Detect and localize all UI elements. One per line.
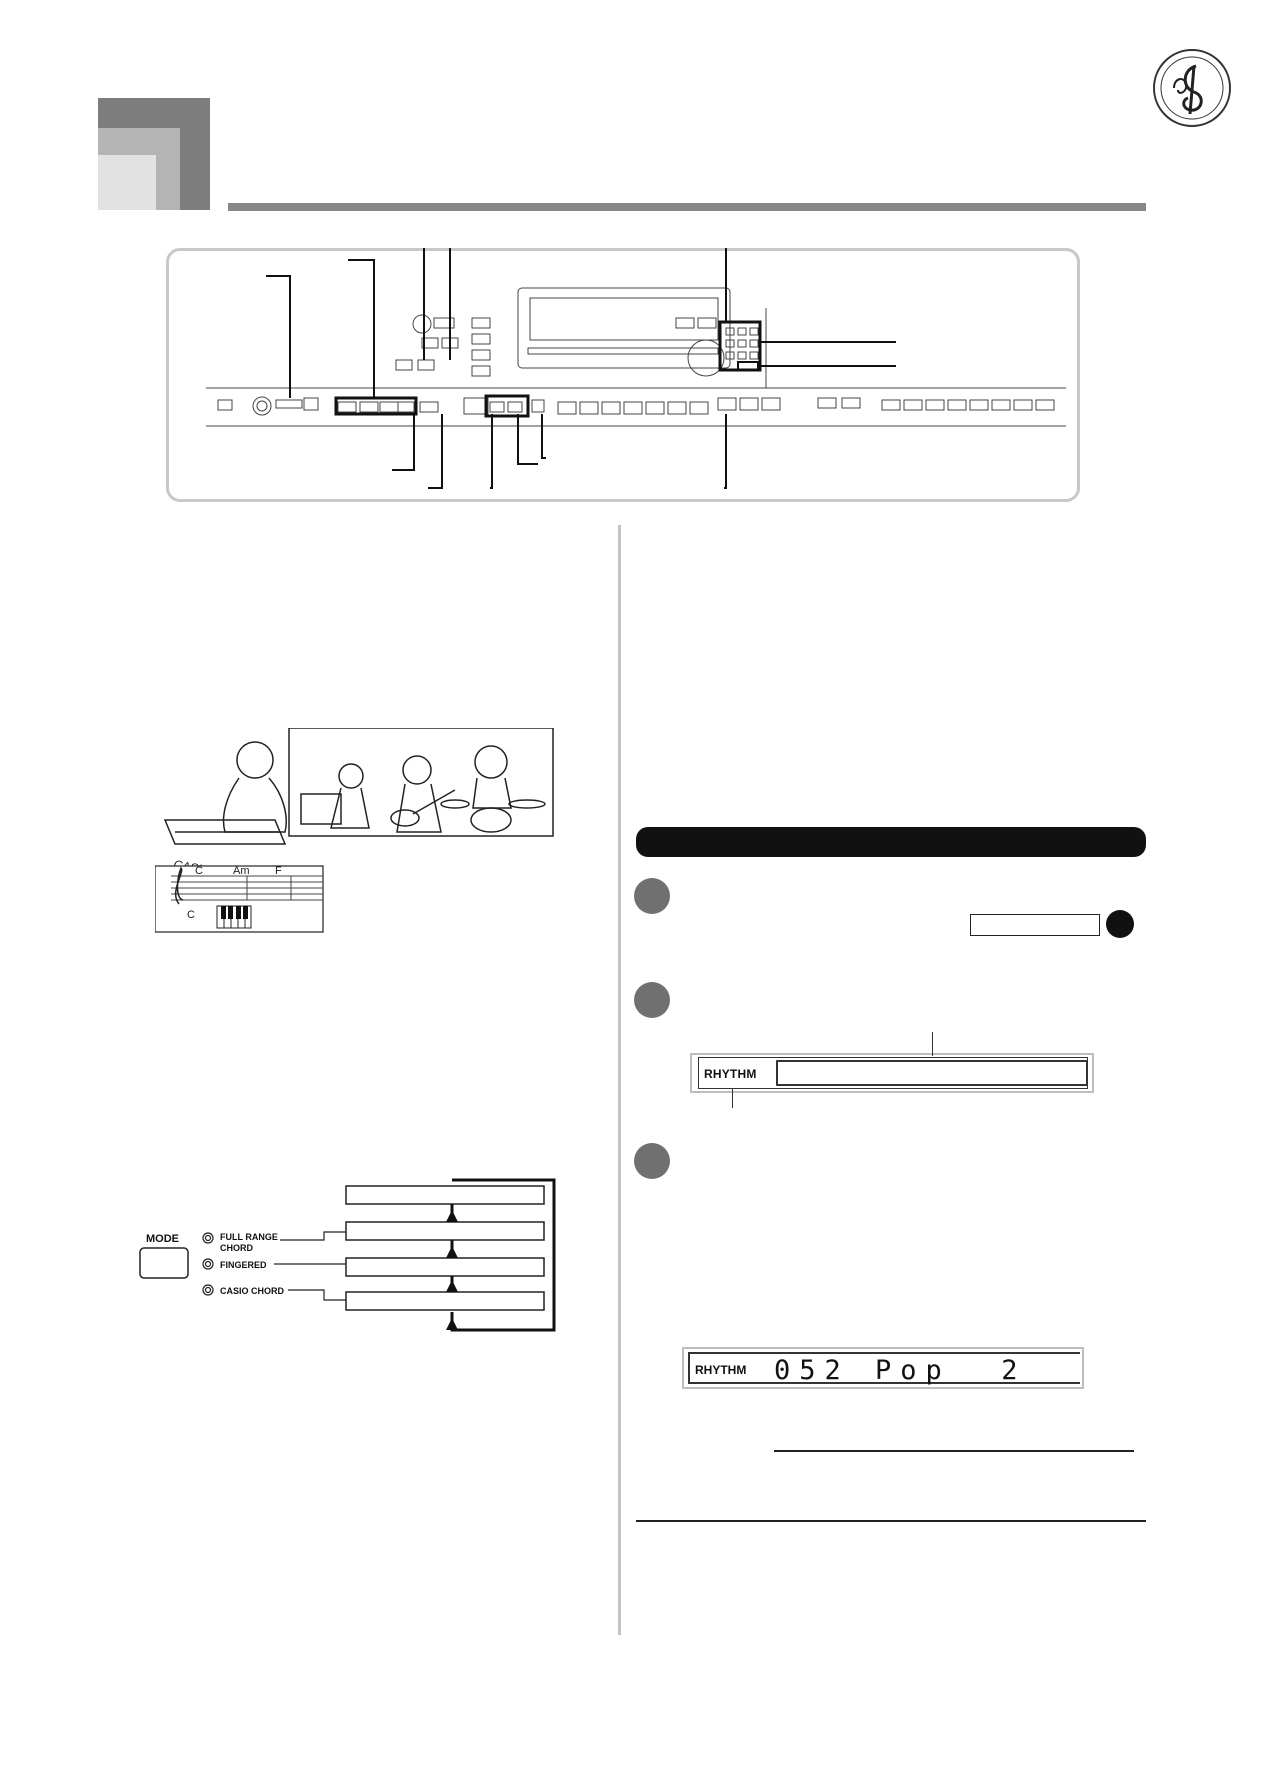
lcd-pointer-bottom (732, 1088, 733, 1108)
mode-option-casio-chord: CASIO CHORD (220, 1286, 285, 1296)
mode-diagram (139, 1178, 556, 1332)
column-divider (618, 525, 621, 1635)
reference-box (970, 914, 1100, 936)
chord-label-1: C (195, 865, 203, 877)
mode-button-label: MODE (146, 1233, 179, 1245)
reference-dot-icon (1106, 910, 1134, 938)
mode-option-full-range: FULL RANGE CHORD (220, 1232, 278, 1253)
section-heading-bar (636, 827, 1146, 857)
treble-clef-seal-icon (1153, 49, 1231, 127)
bass-chord-label: C (187, 909, 195, 921)
chord-label-3: F (275, 865, 282, 877)
step-3-marker (634, 1143, 670, 1179)
underline-rule (774, 1450, 1134, 1452)
band-illustration: CASIO C Am F C (155, 728, 554, 933)
mode-option-fingered: FINGERED (220, 1260, 267, 1270)
step-1-marker (634, 878, 670, 914)
lcd-rhythm-label-2: RHYTHM (695, 1363, 747, 1377)
lcd-display-1-text-area (776, 1060, 1088, 1086)
step-2-marker (634, 982, 670, 1018)
section-rule (636, 1520, 1146, 1522)
header-rule (228, 203, 1146, 211)
lcd-pointer-top (932, 1032, 933, 1056)
lcd-display-2-frame (688, 1352, 1080, 1384)
header-square-light (98, 155, 156, 210)
lcd-display-1 (690, 1053, 1094, 1093)
lcd-rhythm-value: 052 Pop 2 (774, 1355, 1027, 1386)
lcd-rhythm-label: RHYTHM (704, 1067, 757, 1081)
chord-label-2: Am (233, 865, 250, 877)
keyboard-panel (166, 248, 1080, 502)
keyboard-panel-diagram (206, 248, 1066, 489)
